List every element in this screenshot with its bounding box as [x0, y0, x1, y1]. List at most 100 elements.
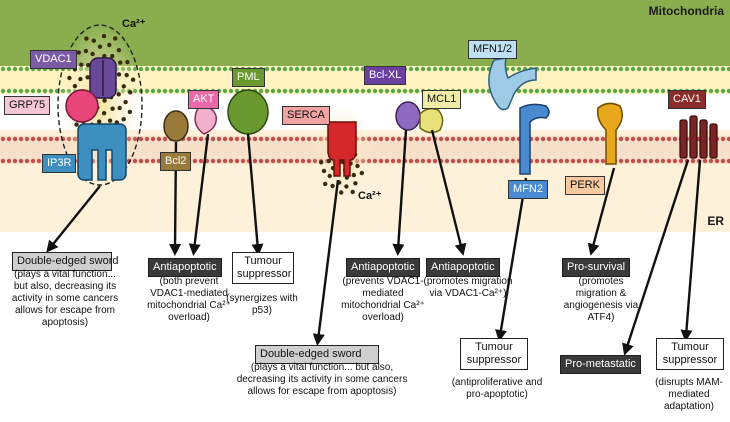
calcium-ion: [125, 59, 130, 65]
lipid-head: [6, 158, 12, 164]
lipid-head: [642, 158, 648, 164]
serca-channel: [327, 121, 357, 177]
lipid-head: [570, 88, 576, 94]
lipid-head: [462, 136, 468, 142]
lipid-head: [192, 136, 198, 142]
lipid-head: [300, 158, 306, 164]
lipid-head: [312, 88, 318, 94]
lipid-head: [348, 88, 354, 94]
lipid-head: [396, 88, 402, 94]
lipid-head: [234, 158, 240, 164]
lipid-head: [156, 136, 162, 142]
lipid-head: [288, 158, 294, 164]
lipid-head: [720, 88, 726, 94]
note-mcl1: (promotes migration via VDAC1-Ca²⁺): [423, 276, 513, 299]
lipid-head: [222, 66, 228, 72]
lipid-head: [396, 136, 402, 142]
lipid-head: [318, 66, 324, 72]
lipid-head: [408, 66, 414, 72]
lipid-head: [36, 136, 42, 142]
calcium-ion: [78, 76, 83, 82]
calcium-ion: [76, 50, 82, 55]
lipid-head: [432, 66, 438, 72]
lipid-head: [12, 158, 18, 164]
lipid-head: [618, 66, 624, 72]
lipid-head: [138, 136, 144, 142]
lipid-head: [282, 66, 288, 72]
lipid-head: [636, 158, 642, 164]
lipid-head: [468, 158, 474, 164]
lipid-head: [552, 88, 558, 94]
lipid-head: [150, 88, 156, 94]
lipid-head: [0, 66, 6, 72]
lipid-head: [12, 136, 18, 142]
lipid-head: [630, 88, 636, 94]
lipid-head: [216, 66, 222, 72]
lipid-head: [180, 66, 186, 72]
lipid-head: [576, 66, 582, 72]
lipid-head: [582, 88, 588, 94]
lipid-head: [636, 66, 642, 72]
lipid-head: [654, 88, 660, 94]
lipid-head: [462, 66, 468, 72]
lipid-head: [588, 136, 594, 142]
calcium-ion: [121, 84, 127, 89]
mcl1-tag: MCL1: [422, 90, 462, 109]
lipid-head: [192, 158, 198, 164]
lipid-head: [534, 158, 540, 164]
lipid-head: [270, 88, 276, 94]
lipid-head: [594, 66, 600, 72]
lipid-head: [264, 66, 270, 72]
lipid-head: [582, 136, 588, 142]
lipid-head: [138, 66, 144, 72]
calcium-ion: [326, 158, 331, 164]
lipid-head: [402, 88, 408, 94]
lipid-head: [642, 88, 648, 94]
lipid-head: [630, 158, 636, 164]
lipid-head: [198, 66, 204, 72]
mcl1-shape: [419, 107, 444, 134]
calcium-ion: [355, 163, 360, 169]
calcium-ion: [116, 48, 122, 53]
calcium-ion: [74, 122, 79, 127]
note-pml: (synergizes with p53): [226, 293, 298, 316]
lipid-head: [30, 136, 36, 142]
lipid-head: [210, 136, 216, 142]
lipid-head: [516, 88, 522, 94]
lipid-head: [150, 158, 156, 164]
lipid-head: [714, 88, 720, 94]
lipid-head: [156, 88, 162, 94]
lipid-head: [174, 88, 180, 94]
lipid-head: [708, 88, 714, 94]
lipid-head: [450, 158, 456, 164]
calcium-ion: [101, 111, 107, 116]
lipid-head: [492, 136, 498, 142]
lipid-head: [582, 158, 588, 164]
lipid-head: [258, 158, 264, 164]
lipid-head: [366, 88, 372, 94]
lipid-head: [456, 66, 462, 72]
lipid-head: [546, 158, 552, 164]
lipid-head: [384, 88, 390, 94]
lipid-head: [468, 66, 474, 72]
lipid-head: [378, 136, 384, 142]
lipid-head: [144, 158, 150, 164]
lipid-head: [294, 136, 300, 142]
lipid-head: [378, 88, 384, 94]
lipid-head: [414, 136, 420, 142]
lipid-head: [360, 88, 366, 94]
pml-shape: [227, 89, 269, 135]
vdac1-tag: VDAC1: [30, 50, 77, 69]
calcium-ion: [344, 184, 349, 189]
lipid-head: [570, 136, 576, 142]
lipid-head: [648, 88, 654, 94]
lipid-head: [708, 66, 714, 72]
lipid-head: [546, 136, 552, 142]
lipid-head: [564, 158, 570, 164]
lipid-head: [690, 66, 696, 72]
lipid-head: [618, 158, 624, 164]
calcium-ion: [124, 72, 129, 78]
lipid-head: [666, 136, 672, 142]
lipid-head: [336, 88, 342, 94]
